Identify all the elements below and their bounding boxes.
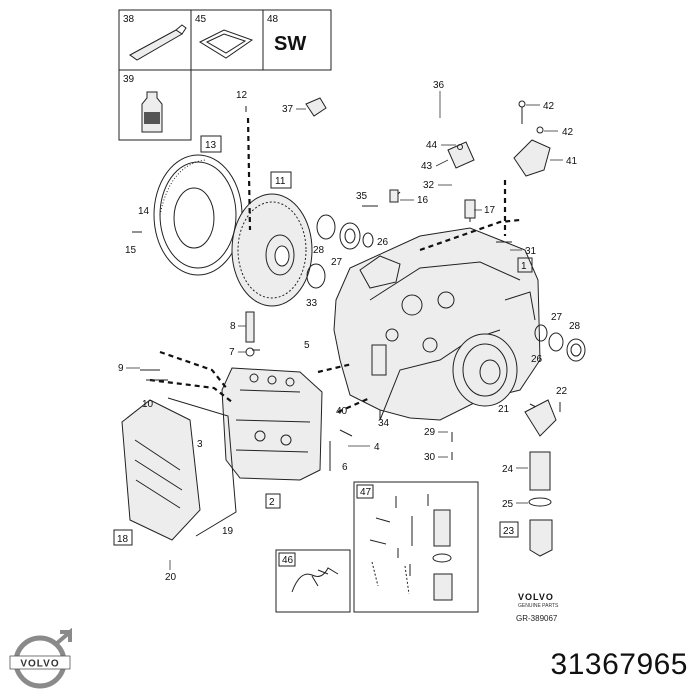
- logo-text: VOLVO: [20, 659, 59, 670]
- callout-26-right: 26: [531, 354, 543, 365]
- valve-body: [221, 367, 323, 481]
- brand-subtitle: GENUINE PARTS: [518, 603, 559, 609]
- callout-24: 24: [502, 464, 514, 475]
- callout-14: 14: [138, 206, 150, 217]
- callout-10: 10: [142, 399, 154, 410]
- callout-43: 43: [421, 161, 433, 172]
- part-number: 31367965: [550, 648, 688, 681]
- sw-text: SW: [274, 33, 306, 55]
- callout-27-left: 27: [331, 257, 343, 268]
- callout-23: 23: [503, 526, 515, 537]
- callout-12: 12: [236, 90, 248, 101]
- callout-28-left: 28: [313, 245, 325, 256]
- callout-42-bottom: 42: [562, 127, 574, 138]
- inset-box-47: 47: [353, 481, 479, 613]
- callout-7: 7: [229, 347, 235, 358]
- diagram-reference: GR-389067: [516, 614, 558, 623]
- transmission-housing: [333, 227, 541, 421]
- callouts: 1 2 3 4 5 6 7 8 9 10 11 12 13 14 15 16 1…: [113, 80, 581, 583]
- callout-29: 29: [424, 427, 436, 438]
- callout-4: 4: [374, 442, 380, 453]
- callout-36: 36: [433, 80, 445, 91]
- callout-30: 30: [424, 452, 436, 463]
- torque-converter: [231, 193, 313, 307]
- callout-17: 17: [484, 205, 496, 216]
- callout-26-left: 26: [377, 237, 389, 248]
- callout-3: 3: [197, 439, 203, 450]
- callout-34: 34: [378, 418, 390, 429]
- callout-13: 13: [205, 140, 217, 151]
- callout-8: 8: [230, 321, 236, 332]
- callout-1: 1: [521, 261, 527, 272]
- seal-set-left: [306, 214, 374, 289]
- callout-32: 32: [423, 180, 435, 191]
- callout-25: 25: [502, 499, 514, 510]
- callout-18: 18: [117, 534, 129, 545]
- torque-converter-cover: [153, 154, 243, 276]
- callout-41: 41: [566, 156, 578, 167]
- inset-39-label: 39: [123, 74, 135, 85]
- fasteners: [132, 106, 561, 471]
- oil-filter-assembly: [524, 399, 557, 557]
- callout-40: 40: [336, 406, 348, 417]
- callout-27-right: 27: [551, 312, 563, 323]
- callout-33: 33: [306, 298, 318, 309]
- callout-2: 2: [269, 497, 275, 508]
- callout-42-top: 42: [543, 101, 555, 112]
- dashed-guide-lines: [149, 117, 521, 414]
- oil-pipe: [305, 76, 507, 171]
- callout-31: 31: [525, 246, 537, 257]
- volvo-logo-icon: VOLVO: [9, 628, 72, 689]
- callout-21: 21: [498, 404, 510, 415]
- inset-38-label: 38: [123, 14, 135, 25]
- inset-45-label: 45: [195, 14, 207, 25]
- callout-20: 20: [165, 572, 177, 583]
- inset-46-label: 46: [282, 555, 294, 566]
- callout-19: 19: [222, 526, 234, 537]
- callout-35: 35: [356, 191, 368, 202]
- callout-5: 5: [304, 340, 310, 351]
- gasket-icon: [198, 29, 254, 59]
- oil-pan: [121, 397, 237, 541]
- callout-16: 16: [417, 195, 429, 206]
- callout-15: 15: [125, 245, 137, 256]
- sealant-tube-icon: [129, 29, 183, 61]
- brand-name: VOLVO: [518, 592, 554, 602]
- callout-11: 11: [275, 176, 286, 187]
- callout-6: 6: [342, 462, 348, 473]
- inset-48-label: 48: [267, 14, 279, 25]
- seal-set-right: [534, 324, 586, 362]
- inset-box-46: 46: [275, 549, 351, 613]
- bracket-assembly: [447, 100, 551, 177]
- callout-37: 37: [282, 104, 294, 115]
- inset-47-label: 47: [360, 487, 372, 498]
- callout-44: 44: [426, 140, 438, 151]
- callout-28-right: 28: [569, 321, 581, 332]
- callout-22: 22: [556, 386, 568, 397]
- brand-block: VOLVO GENUINE PARTS GR-389067: [516, 592, 559, 623]
- callout-9: 9: [118, 363, 124, 374]
- inset-box-group-top: 38 45 48 39 SW: [118, 9, 332, 141]
